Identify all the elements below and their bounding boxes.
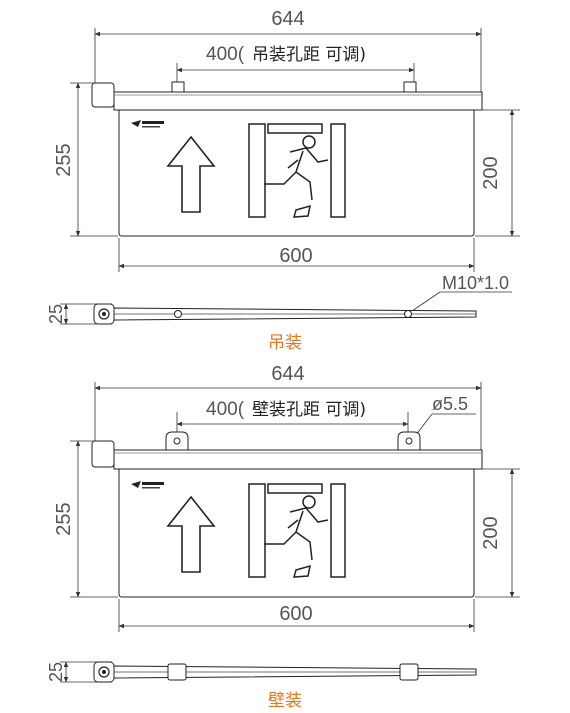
hole-spacing-value: 400(: [206, 44, 245, 65]
hole-spacing-note: 吊装孔距 可调): [252, 45, 366, 65]
wall-total-height-label: 255: [53, 502, 75, 535]
total-height-label: 255: [53, 143, 75, 176]
end-cap: [91, 82, 115, 108]
hanging-side-view: 25 M10*1.0: [46, 273, 512, 325]
wall-panel-height-dimension: 200: [475, 468, 520, 598]
wall-panel-height-label: 200: [480, 516, 502, 549]
panel-width-dimension: 600: [118, 238, 475, 272]
wall-panel-width-dimension: 600: [118, 599, 475, 632]
wall-hole-spacing-value: 400(: [206, 399, 245, 420]
overall-width-dimension: 644: [94, 8, 482, 94]
overall-width-label: 644: [271, 8, 304, 30]
wall-hole-spacing-note: 壁装孔距 可调): [252, 400, 366, 420]
wall-side-view: 25: [46, 661, 477, 683]
running-man-exit-icon: [248, 123, 346, 218]
wall-caption: 壁装: [268, 691, 302, 711]
hole-diameter-callout: ø5.5: [411, 394, 476, 441]
wall-overall-width-label: 644: [271, 363, 304, 385]
brand-logo: [131, 120, 164, 128]
panel-height-dimension: 200: [475, 109, 520, 237]
wall-running-man-exit-icon: [248, 483, 346, 578]
hole-diameter-label: ø5.5: [432, 394, 468, 414]
wall-side-thickness-label: 25: [46, 662, 66, 682]
wall-panel-width-label: 600: [279, 603, 312, 625]
hanging-caption: 吊装: [268, 333, 302, 353]
wall-overall-width-dimension: 644: [94, 363, 482, 452]
hole-spacing-dimension: 400( 吊装孔距 可调): [176, 44, 415, 92]
hanging-front-view: 644 400( 吊装孔距 可调): [53, 8, 520, 272]
side-thickness-label: 25: [46, 304, 66, 324]
wall-end-cap: [91, 440, 115, 468]
thread-spec-label: M10*1.0: [442, 273, 509, 293]
panel-height-label: 200: [480, 156, 502, 189]
up-arrow-icon: [166, 135, 216, 213]
wall-front-view: 644 400( 壁装孔距 可调) ø5.5: [53, 363, 520, 632]
wall-total-height-dimension: 255: [53, 440, 118, 598]
total-height-dimension: 255: [53, 82, 118, 237]
wall-hole-spacing-dimension: 400( 壁装孔距 可调): [176, 399, 409, 436]
panel-width-label: 600: [279, 245, 312, 267]
wall-up-arrow-icon: [166, 495, 216, 573]
wall-brand-logo: [131, 481, 164, 489]
